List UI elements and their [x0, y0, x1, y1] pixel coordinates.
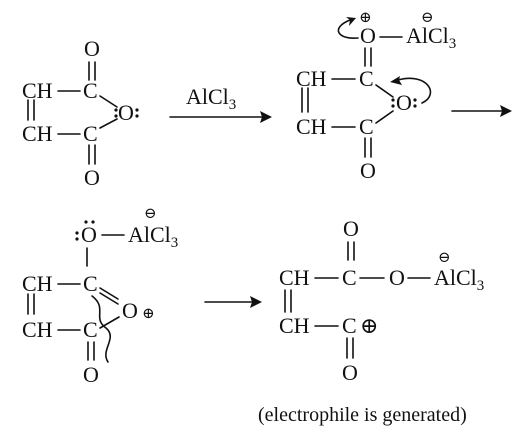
reaction-arrow-2 [451, 105, 512, 117]
maleic-anhydride: O CH C O CH C O [22, 36, 139, 190]
formal-charge-minus: ⊖ [421, 10, 434, 26]
ch-top: CH [279, 265, 310, 290]
lone-pair-dot [114, 108, 118, 112]
bridging-oxygen: O [389, 265, 405, 290]
formal-charge-minus: ⊖ [438, 250, 451, 266]
double-bond-co-a [99, 287, 119, 300]
bond-c-o-ring-bottom [99, 118, 118, 129]
ch-top: CH [22, 271, 53, 296]
lone-pair-dot [391, 98, 395, 102]
lone-pair-dot [391, 104, 395, 108]
arrowhead-icon [346, 17, 356, 26]
carbon-bottom: C [83, 317, 98, 342]
lone-pair-dot [91, 220, 95, 224]
carbon-top: C [359, 66, 374, 91]
alcl3-group: AlCl3 [406, 23, 456, 52]
carbon-bottom: C [83, 121, 98, 146]
arrowhead-icon [250, 296, 262, 308]
carbon-top: C [342, 265, 357, 290]
lone-pair-dot [413, 98, 417, 102]
acylium-product: O ⊖ CH C O AlCl3 CH C ⊕ O [279, 216, 484, 385]
formal-charge-plus: ⊕ [142, 306, 155, 322]
bond-c-o-ring-top [375, 84, 394, 98]
arrowhead-icon [260, 111, 272, 123]
carbon-top: C [83, 78, 98, 103]
carbonyl-o-top: O [81, 222, 97, 247]
lone-pair-dot [75, 231, 79, 235]
lone-pair-dot [135, 114, 139, 118]
carbonyl-o-top: O [360, 23, 376, 48]
ring-oxygen: O [396, 90, 412, 115]
bond-c-o-ring-top [99, 95, 118, 108]
carbonyl-o-top: O [343, 216, 359, 241]
bond-c-o-ring-bottom [375, 110, 394, 124]
formal-charge-plus: ⊕ [359, 10, 372, 26]
ch-bottom: CH [296, 114, 327, 139]
curved-electron-arrow-icon [397, 77, 432, 104]
reaction-arrow-3 [204, 296, 262, 308]
lone-pair-dot [84, 220, 88, 224]
lone-pair-dot [413, 104, 417, 108]
lone-pair-dot [135, 108, 139, 112]
alcl3-group: AlCl3 [434, 265, 484, 294]
ch-bottom: CH [22, 121, 53, 146]
carbonyl-o-bottom: O [360, 158, 376, 183]
caption-text: (electrophile is generated) [258, 404, 467, 426]
carbon-bottom: C [342, 313, 357, 338]
reagent-label: AlCl3 [186, 84, 236, 113]
curved-electron-arrow-icon [337, 19, 359, 39]
ch-bottom: CH [22, 317, 53, 342]
carbon-bottom: C [359, 114, 374, 139]
carbon-top: C [83, 271, 98, 296]
ch-top: CH [296, 66, 327, 91]
alcl3-group: AlCl3 [128, 222, 178, 251]
lone-pair-dot [75, 237, 79, 241]
ch-top: CH [22, 78, 53, 103]
ring-opening-intermediate: ⊖ O AlCl3 CH C O ⊕ CH C O [22, 206, 178, 387]
anhydride-alcl3-complex: ⊕ ⊖ O AlCl3 CH C O CH C O [296, 10, 456, 183]
ch-bottom: CH [279, 313, 310, 338]
acylium-charge-plus: ⊕ [360, 313, 378, 338]
carbonyl-o-bottom: O [84, 165, 100, 190]
ring-oxygen: O [118, 100, 134, 125]
arrowhead-icon [500, 105, 512, 117]
carbonyl-o-top: O [84, 36, 100, 61]
arrowhead-icon [390, 76, 402, 85]
lone-pair-dot [114, 114, 118, 118]
carbonyl-o-bottom: O [83, 362, 99, 387]
double-bond-co-b [99, 292, 119, 305]
formal-charge-minus: ⊖ [144, 206, 157, 222]
carbonyl-o-bottom: O [342, 360, 358, 385]
bond-cleavage-wave-icon [91, 295, 112, 363]
ring-oxygen: O [122, 298, 138, 323]
reaction-arrow-1: AlCl3 [169, 84, 272, 123]
